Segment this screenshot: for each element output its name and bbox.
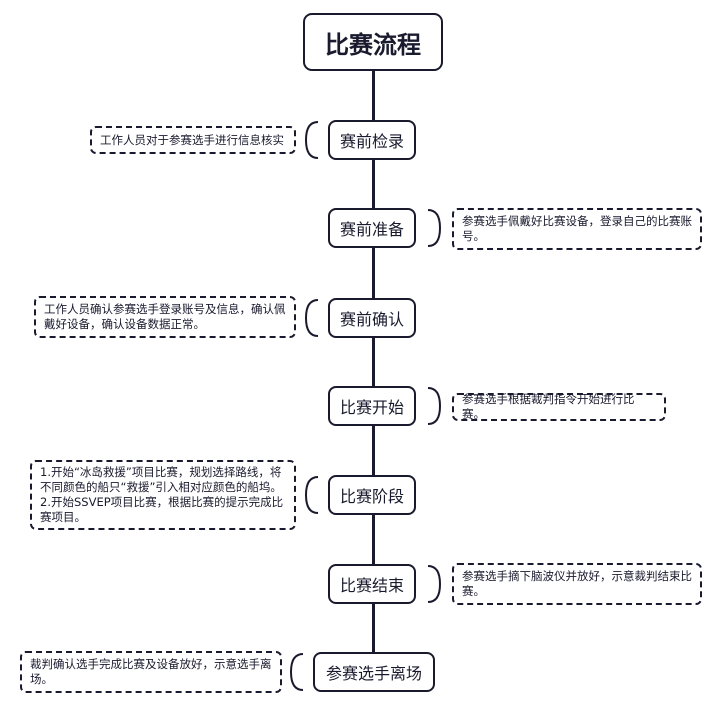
note-text: 参赛选手摘下脑波仪并放好，示意裁判结束比赛。 (462, 569, 692, 598)
step-box-preparation: 赛前准备 (328, 208, 416, 248)
note-text: 工作人员对于参赛选手进行信息核实 (100, 132, 284, 147)
flowchart-title: 比赛流程 (303, 13, 443, 71)
flow-connector-line (372, 70, 375, 652)
step-box-match-start: 比赛开始 (328, 386, 416, 426)
step-box-match-end: 比赛结束 (328, 564, 416, 604)
note-text: 参赛选手根据裁判指令开始进行比赛。 (462, 392, 635, 421)
bracket-step-1 (304, 121, 319, 159)
note-match-start: 参赛选手根据裁判指令开始进行比赛。 (452, 392, 666, 421)
note-preparation: 参赛选手佩戴好比赛设备，登录自己的比赛账号。 (452, 208, 702, 250)
note-text: 参赛选手佩戴好比赛设备，登录自己的比赛账号。 (462, 214, 692, 243)
note-match-end: 参赛选手摘下脑波仪并放好，示意裁判结束比赛。 (452, 563, 702, 605)
bracket-step-6 (427, 565, 442, 603)
step-box-confirmation: 赛前确认 (328, 298, 416, 338)
bracket-step-4 (427, 387, 442, 425)
note-text-line-2: 2.开始SSVEP项目比赛，根据比赛的提示完成比赛项目。 (40, 495, 284, 524)
step-box-match-stage: 比赛阶段 (328, 475, 416, 515)
note-text-line-1: 1.开始“冰岛救援”项目比赛，规划选择路线，将不同颜色的船只“救援”引入相对应颜… (40, 465, 282, 494)
note-text: 裁判确认选手完成比赛及设备放好，示意选手离场。 (30, 657, 272, 686)
note-text: 工作人员确认参赛选手登录账号及信息，确认佩戴好设备，确认设备数据正常。 (44, 302, 286, 331)
bracket-step-3 (304, 299, 319, 337)
note-leave: 裁判确认选手完成比赛及设备放好，示意选手离场。 (20, 651, 282, 693)
step-box-check-in: 赛前检录 (328, 120, 416, 160)
note-match-stage: 1.开始“冰岛救援”项目比赛，规划选择路线，将不同颜色的船只“救援”引入相对应颜… (30, 460, 296, 530)
note-check-in: 工作人员对于参赛选手进行信息核实 (90, 126, 296, 154)
bracket-step-5 (304, 476, 319, 514)
note-confirmation: 工作人员确认参赛选手登录账号及信息，确认佩戴好设备，确认设备数据正常。 (34, 296, 296, 338)
bracket-step-2 (427, 209, 442, 247)
bracket-step-7 (289, 653, 304, 691)
step-box-leave: 参赛选手离场 (313, 652, 435, 692)
